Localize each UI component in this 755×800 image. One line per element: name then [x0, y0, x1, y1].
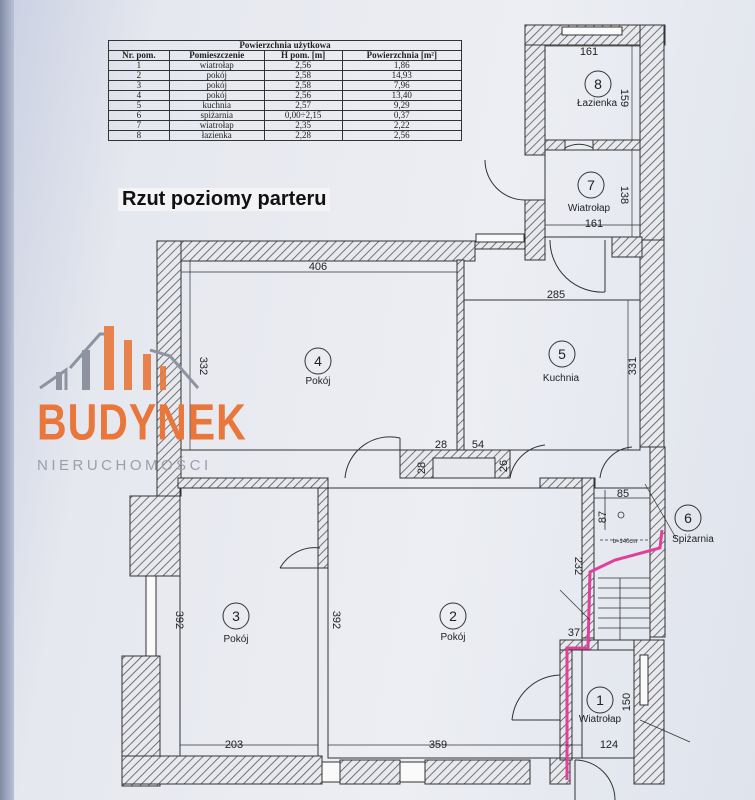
dim-138: 138: [618, 186, 630, 204]
sheet-shadow-edge: [0, 0, 14, 800]
wall-vest2-left: [524, 199, 546, 261]
room-3-label: Pokój: [223, 634, 248, 645]
dim-37: 37: [568, 627, 580, 639]
dim-232: 232: [572, 557, 584, 575]
room-7-label: Wiatrołap: [568, 203, 611, 214]
dim-85: 85: [617, 488, 629, 500]
dim-54: 54: [472, 439, 484, 451]
logo-title: BUDYNEK: [37, 393, 247, 451]
room-4-number: 4: [314, 353, 322, 369]
doors: [279, 143, 633, 800]
room-1-label: Wiatrołap: [579, 714, 622, 725]
room-2-number: 2: [449, 608, 457, 624]
stair-note: b=140cm: [613, 539, 638, 545]
dim-406: 406: [309, 261, 327, 273]
dim-28b: 28: [416, 462, 428, 474]
windows: [145, 26, 649, 783]
dim-161-mid: 161: [585, 218, 603, 230]
wall-interior-32: [317, 487, 329, 569]
dim-28a: 28: [435, 439, 447, 451]
room-2-label: Pokój: [440, 632, 465, 643]
wall-bottom-left: [121, 755, 323, 785]
wall-interior-34: [177, 477, 329, 489]
wall-interior-45: [456, 259, 465, 451]
logo-subtitle: NIERUCHOMOŚCI: [37, 457, 212, 474]
wall-bath-right: [639, 24, 665, 241]
wall-vest2-bottom: [611, 236, 643, 258]
room-1-number: 1: [596, 692, 604, 708]
dim-331: 331: [627, 357, 639, 375]
dim-150: 150: [621, 693, 633, 711]
dim-161-top: 161: [580, 46, 598, 58]
dim-87: 87: [597, 511, 609, 523]
room-3-number: 3: [232, 608, 240, 624]
room-5-label: Kuchnia: [543, 373, 580, 384]
dim-203: 203: [225, 739, 243, 751]
cell-area: 2,56: [341, 130, 463, 141]
plan-title: Rzut poziomy parteru: [118, 188, 331, 211]
dim-159: 159: [618, 89, 630, 107]
stairs: [598, 490, 650, 640]
room-4-label: Pokój: [305, 376, 330, 387]
dim-285: 285: [547, 289, 565, 301]
dim-392b: 392: [330, 611, 342, 629]
wall-top-left: [156, 240, 476, 262]
dim-26: 26: [498, 460, 510, 472]
dim-392a: 392: [173, 611, 185, 629]
room-6-label: Spiżarnia: [672, 534, 714, 545]
wall-bath-bottom-left: [544, 139, 566, 151]
room-6-number: 6: [684, 510, 692, 526]
wall-bottom-right: [424, 759, 531, 785]
room-8-label: Łazienka: [577, 98, 617, 109]
room-5-number: 5: [558, 346, 566, 362]
wall-left-mid: [129, 495, 181, 577]
area-table: Powierzchnia użytkowa Nr. pom. Pomieszcz…: [108, 40, 463, 141]
dim-359: 359: [429, 739, 447, 751]
dim-332: 332: [197, 357, 209, 375]
walls: [121, 24, 666, 787]
wall-right-upper: [639, 236, 665, 448]
room-7-number: 7: [587, 177, 595, 193]
logo-mark: [39, 326, 200, 390]
room-markers: 8 Łazienka 7 Wiatrołap 4 Pokój 5 Kuchnia…: [222, 70, 714, 725]
wall-bottom-mid: [339, 759, 401, 785]
room-8-number: 8: [594, 76, 602, 92]
cell-room: łazienka: [168, 130, 265, 141]
wall-right-lower: [633, 639, 665, 785]
wall-bath-bottom-right: [592, 139, 641, 151]
dim-124: 124: [600, 739, 618, 751]
wall-right-mid: [649, 446, 666, 638]
highlight-line: [565, 529, 664, 780]
